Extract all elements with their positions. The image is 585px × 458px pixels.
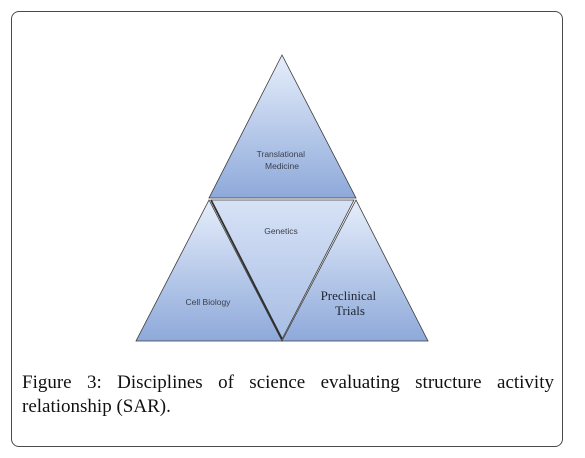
label-preclinical-trials-line2: Trials [335,303,365,318]
label-translational-medicine-line1: Translational [257,149,305,159]
label-preclinical-trials-line1: Preclinical [321,288,377,303]
triangle-cell-biology [135,199,283,342]
label-translational-medicine: Translational Medicine [257,149,308,171]
triangle-preclinical-trials [281,199,429,342]
label-cell-biology: Cell Biology [186,297,232,307]
label-preclinical-trials: Preclinical Trials [321,288,380,318]
figure-caption: Figure 3: Disciplines of science evaluat… [22,372,554,417]
label-genetics: Genetics [264,226,298,236]
triangle-translational-medicine [208,54,357,199]
label-translational-medicine-line2: Medicine [265,161,299,171]
genetics-edge-line [210,199,283,340]
